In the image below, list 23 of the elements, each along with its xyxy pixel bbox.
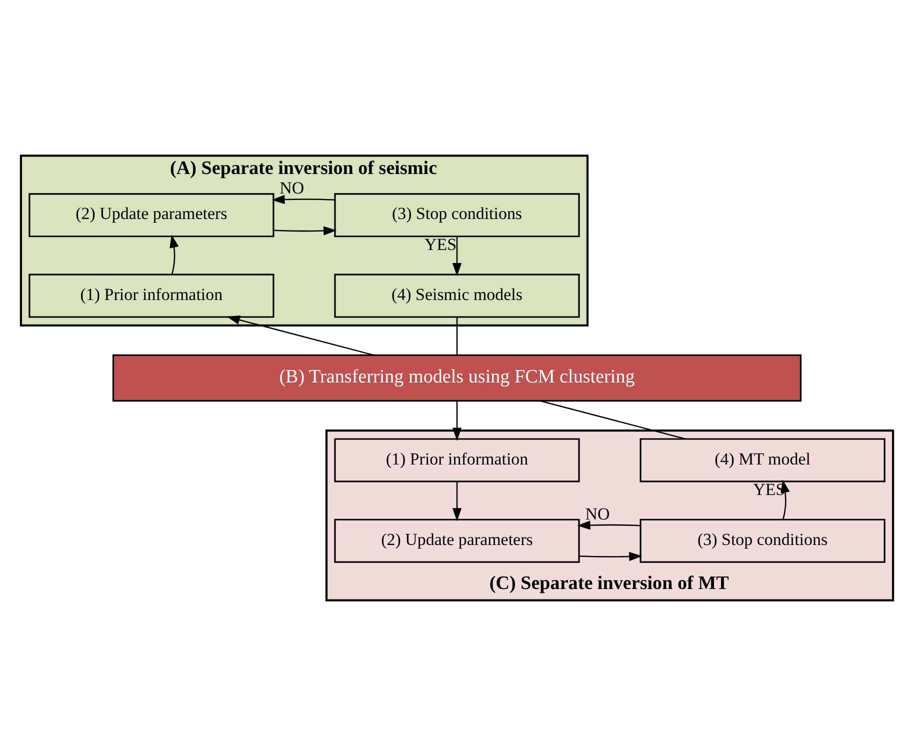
arrow xyxy=(273,226,337,236)
connector xyxy=(456,317,458,356)
arrow xyxy=(577,520,640,530)
connector xyxy=(540,400,686,440)
edge-label: NO xyxy=(280,178,304,198)
edge-label: NO xyxy=(585,504,610,524)
node-box: (B) Transferring models using FCM clustering xyxy=(112,354,802,402)
node-box: (1) Prior information xyxy=(28,274,274,318)
node-box: (4) MT model xyxy=(640,438,886,482)
node-box: (2) Update parameters xyxy=(28,193,274,238)
node-box: (3) Stop conditions xyxy=(640,518,886,563)
arrow xyxy=(226,315,374,356)
arrow xyxy=(452,482,462,522)
edge-label: YES xyxy=(424,234,457,254)
node-box: (4) Seismic models xyxy=(334,274,580,318)
arrow xyxy=(579,552,642,562)
arrow xyxy=(452,400,462,441)
arrow xyxy=(452,236,462,276)
node-box: (3) Stop conditions xyxy=(334,193,580,238)
node-box: (1) Prior information xyxy=(334,438,580,482)
node-box: (2) Update parameters xyxy=(334,518,580,563)
arrow xyxy=(170,234,179,274)
arrow xyxy=(272,194,335,204)
